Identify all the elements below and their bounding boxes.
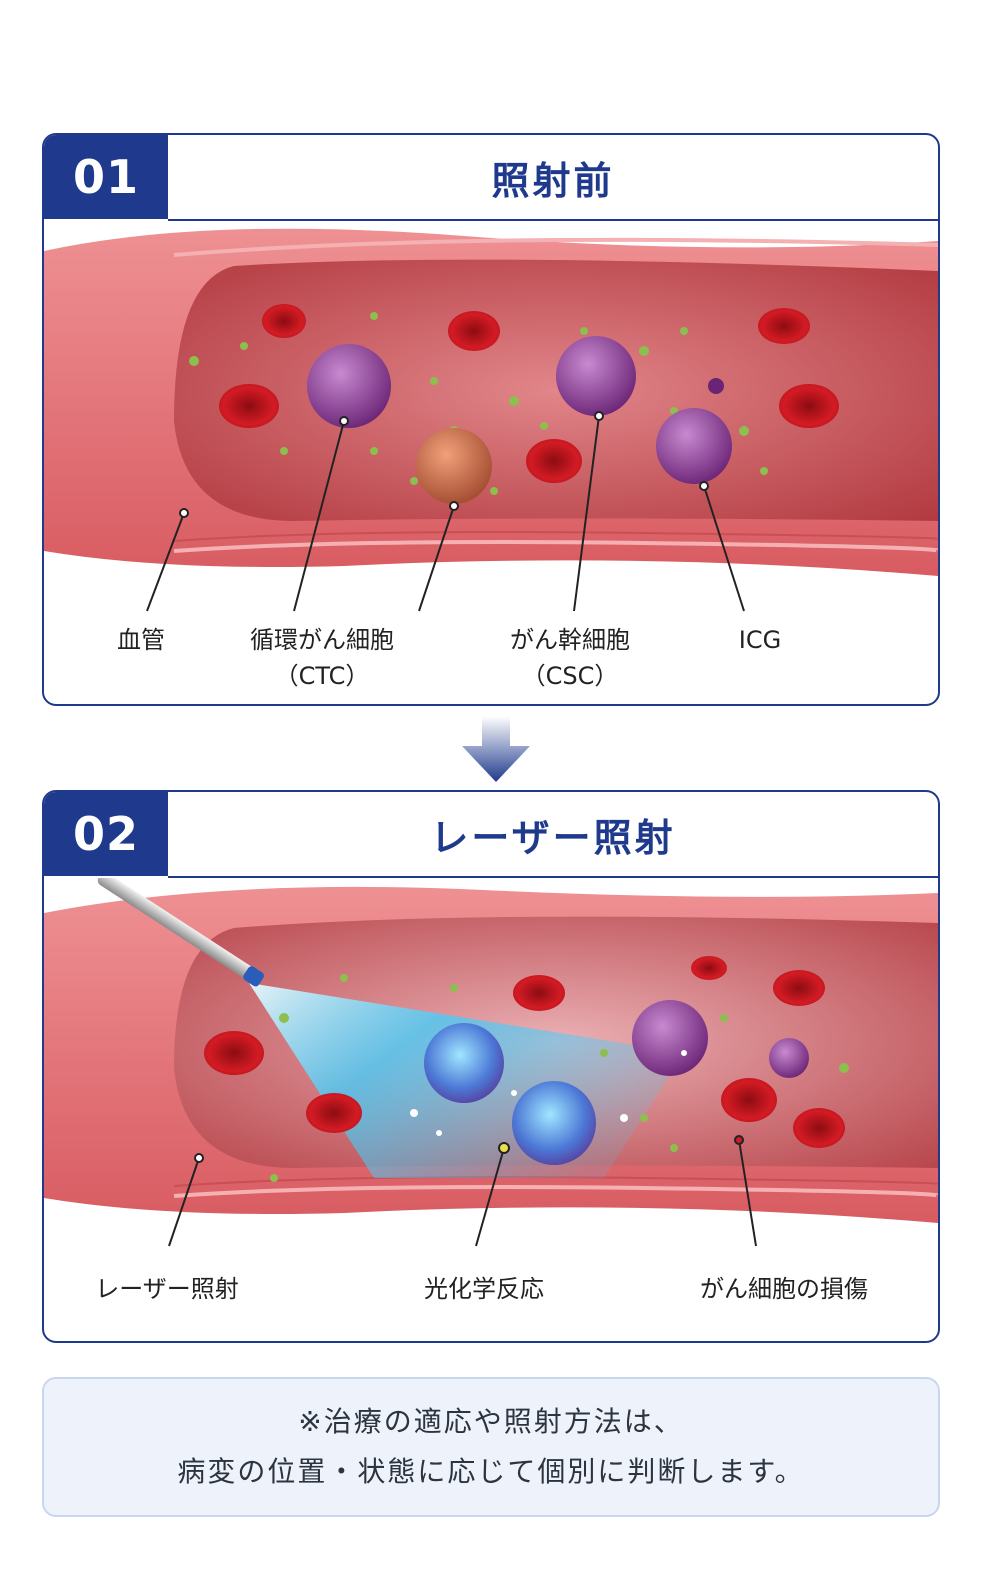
label-vessel: 血管: [117, 626, 165, 654]
cancer-cell: [556, 336, 636, 416]
vessel-laser-illustration: [44, 878, 938, 1247]
vessel-before-illustration: [44, 228, 938, 612]
illuminated-cancer-cell: [512, 1081, 596, 1165]
step1-title: 照射前: [491, 158, 615, 203]
label-laser: レーザー照射: [95, 1275, 239, 1303]
note-line-1: ※治療の適応や照射方法は、: [298, 1405, 684, 1438]
red-blood-cells: [219, 304, 839, 483]
down-arrow-icon: [462, 716, 530, 782]
step2-title-rule: [168, 876, 938, 878]
label-icg: ICG: [738, 626, 782, 654]
illuminated-cancer-cell: [424, 1023, 504, 1103]
ctc-cell: [307, 344, 391, 428]
note-line-2: 病変の位置・状態に応じて個別に判断します。: [177, 1455, 805, 1488]
cancer-cell: [632, 1000, 708, 1076]
icg-particles: [270, 974, 849, 1182]
step2-title: レーザー照射: [430, 815, 676, 860]
csc-cell: [416, 428, 492, 504]
step1-number-badge: 01: [44, 135, 168, 219]
step2-number-badge: 02: [44, 792, 168, 876]
label-ctc: 循環がん細胞 （CTC）: [250, 626, 394, 690]
disclaimer-note: ※治療の適応や照射方法は、 病変の位置・状態に応じて個別に判断します。: [42, 1377, 940, 1517]
step1-panel: 01 照射前: [42, 133, 940, 706]
leader-lines: [146, 415, 745, 612]
red-blood-cells: [204, 956, 845, 1148]
reaction-sparkles: [410, 1050, 687, 1136]
cancer-cell: [656, 408, 732, 484]
cancer-cell: [769, 1038, 809, 1078]
leader-lines: [168, 1139, 757, 1247]
label-damage: がん細胞の損傷: [700, 1275, 868, 1303]
step2-panel: 02 レーザー照射: [42, 790, 940, 1343]
step1-title-rule: [168, 219, 938, 221]
vessel-lumen: [174, 259, 938, 521]
label-csc: がん幹細胞 （CSC）: [510, 626, 630, 690]
laser-probe: [97, 878, 264, 987]
label-photochemical: 光化学反応: [424, 1275, 544, 1303]
